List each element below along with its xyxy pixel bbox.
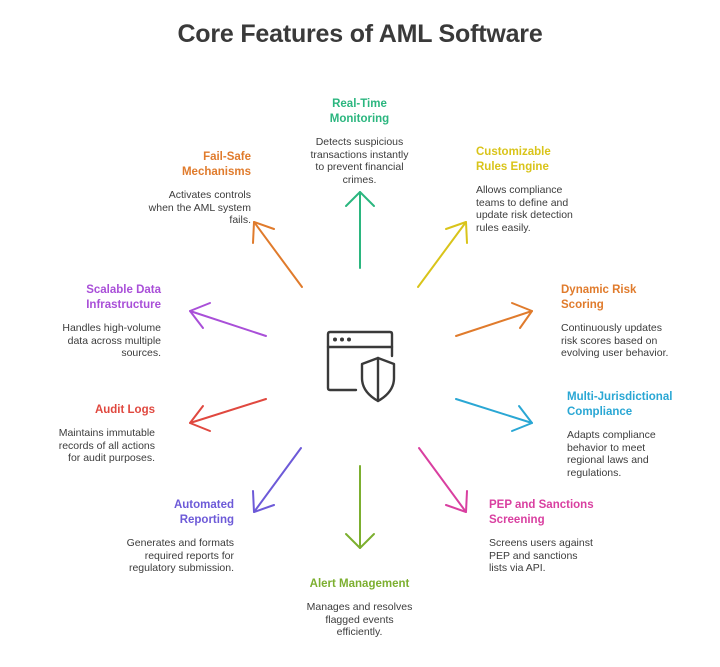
arrow-multi — [455, 398, 533, 432]
feature-dynamic: Dynamic Risk Scoring Continuously update… — [561, 283, 720, 360]
feature-audit: Audit Logs Maintains immutable records o… — [0, 403, 155, 465]
feature-failsafe: Fail-Safe Mechanisms Activates controls … — [76, 150, 251, 227]
arrow-dynamic — [455, 302, 533, 337]
feature-alert: Alert Management Manages and resolves fl… — [272, 577, 447, 639]
feature-description: Handles high-volume data across multiple… — [62, 322, 161, 359]
arrow-pep — [418, 447, 468, 513]
feature-description: Maintains immutable records of all actio… — [58, 427, 155, 464]
feature-title: Fail-Safe Mechanisms — [181, 151, 251, 178]
feature-description: Manages and resolves flagged events effi… — [306, 601, 413, 638]
feature-title: Alert Management — [309, 578, 410, 590]
feature-description: Detects suspicious transactions instantl… — [310, 136, 409, 186]
feature-pep: PEP and Sanctions Screening Screens user… — [489, 498, 664, 575]
feature-title: Audit Logs — [94, 404, 155, 416]
feature-reporting: Automated Reporting Generates and format… — [59, 498, 234, 575]
feature-title: Customizable Rules Engine — [476, 146, 551, 173]
arrow-rules — [417, 221, 468, 288]
feature-description: Screens users against PEP and sanctions … — [489, 537, 593, 574]
arrow-alert — [345, 465, 375, 549]
feature-title: PEP and Sanctions Screening — [489, 499, 594, 526]
feature-scalable: Scalable Data Infrastructure Handles hig… — [0, 283, 161, 360]
feature-title: Multi-Jurisdictional Compliance — [567, 391, 673, 418]
feature-description: Continuously updates risk scores based o… — [561, 322, 669, 359]
feature-rules: Customizable Rules Engine Allows complia… — [476, 145, 651, 234]
feature-title: Scalable Data Infrastructure — [86, 284, 161, 311]
feature-description: Activates controls when the AML system f… — [148, 189, 251, 226]
feature-multi: Multi-Jurisdictional Compliance Adapts c… — [567, 390, 717, 479]
arrow-audit — [189, 398, 267, 432]
feature-title: Dynamic Risk Scoring — [561, 284, 637, 311]
feature-title: Real-Time Monitoring — [329, 98, 390, 125]
arrow-reporting — [252, 447, 302, 513]
feature-description: Adapts compliance behavior to meet regio… — [567, 429, 656, 479]
feature-realtime: Real-Time Monitoring Detects suspicious … — [272, 97, 447, 186]
page-title: Core Features of AML Software — [177, 20, 543, 48]
feature-title: Automated Reporting — [173, 499, 234, 526]
browser-shield-icon — [326, 330, 396, 403]
arrow-scalable — [189, 302, 267, 337]
feature-description: Allows compliance teams to define and up… — [476, 184, 573, 234]
arrow-failsafe — [252, 221, 303, 288]
feature-description: Generates and formats required reports f… — [126, 537, 234, 574]
arrow-realtime — [345, 191, 375, 269]
